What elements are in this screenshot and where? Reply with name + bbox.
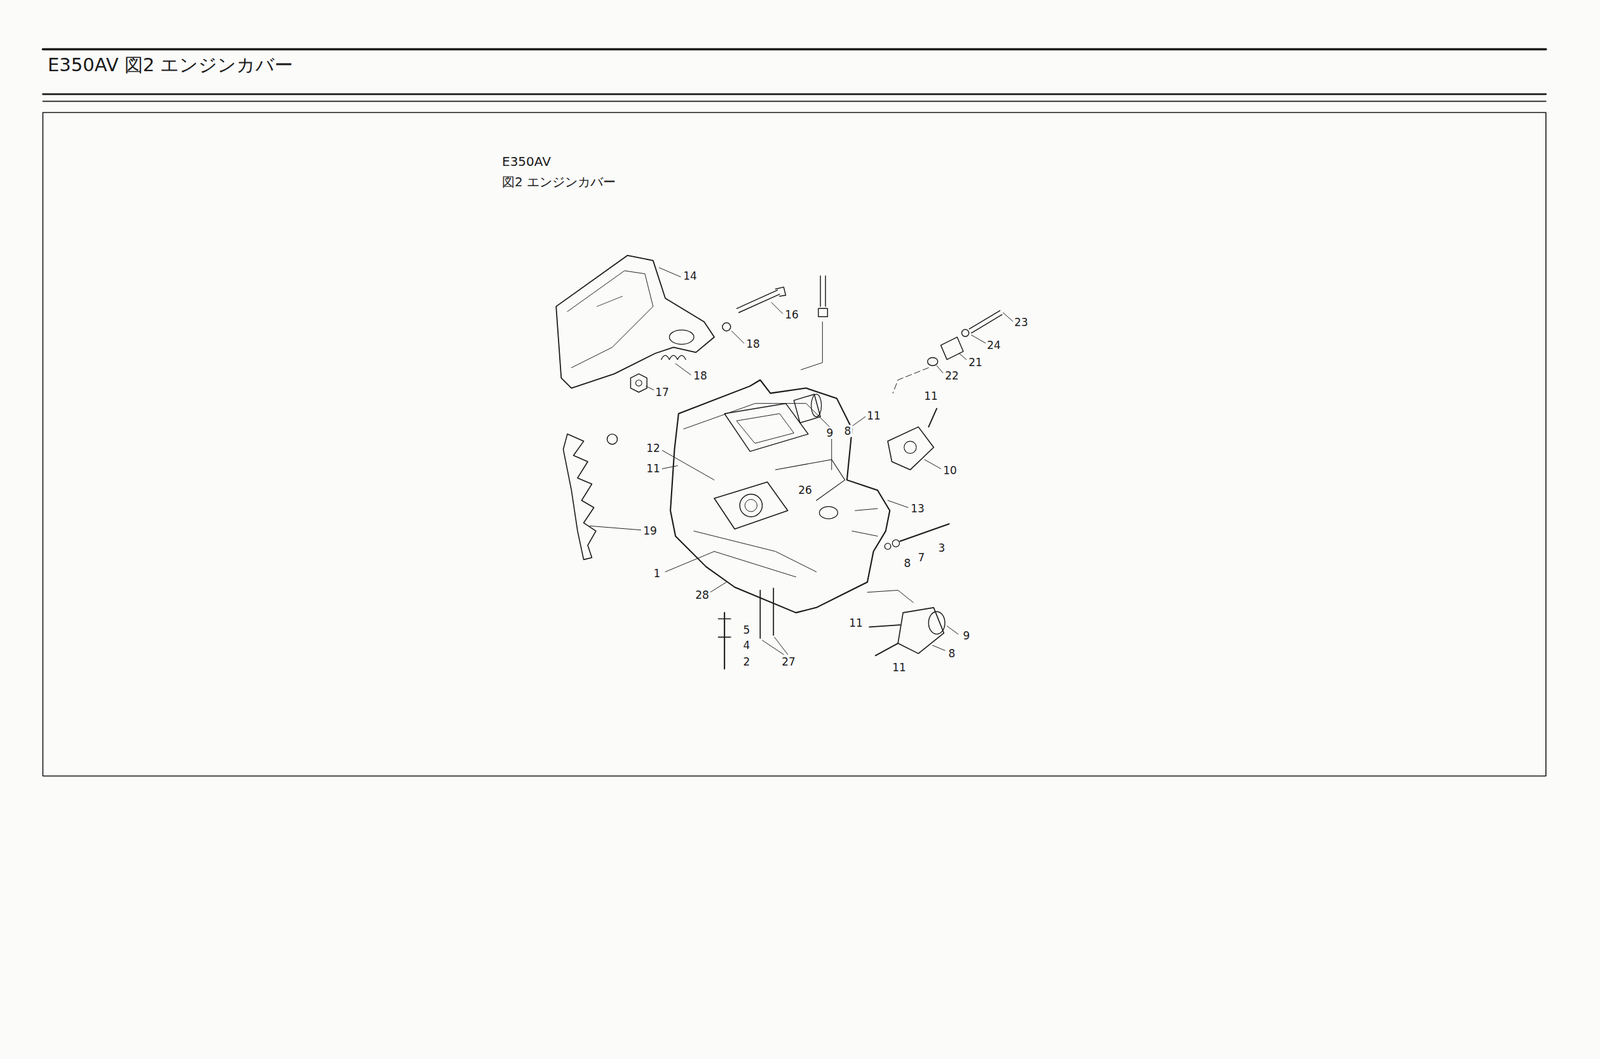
callout-number: 11 (922, 390, 940, 403)
callout-number: 11 (890, 661, 908, 674)
callout-number: 28 (693, 589, 711, 602)
callout-number: 9 (962, 629, 972, 642)
callout-number: 3 (937, 542, 947, 555)
callout-number: 2 (742, 655, 752, 668)
callout-number: 5 (742, 623, 752, 637)
figure-caption: 図2 エンジンカバー (501, 175, 616, 189)
callout-number: 7 (916, 551, 927, 564)
callout-number: 17 (653, 386, 671, 399)
callout-number: 11 (644, 462, 662, 475)
callout-number: 14 (681, 270, 699, 283)
page-heading: E350AV 図2 エンジンカバー (47, 55, 293, 75)
callout-number: 24 (985, 339, 1003, 352)
callout-number: 21 (967, 356, 984, 369)
callout-number: 8 (902, 557, 913, 570)
callout-number: 8 (843, 425, 853, 438)
callout-number: 27 (780, 655, 797, 668)
callout-number: 9 (825, 427, 835, 440)
callout-number: 8 (947, 647, 957, 660)
callout-number: 16 (783, 308, 800, 321)
callout-number: 13 (909, 502, 926, 515)
callout-number: 26 (796, 484, 814, 497)
callout-number: 12 (644, 442, 662, 455)
callout-number: 23 (1012, 316, 1030, 329)
callout-number: 11 (847, 616, 865, 630)
callout-number: 19 (641, 524, 659, 537)
callout-number: 18 (691, 369, 709, 382)
callout-number: 4 (742, 639, 752, 652)
callout-number: 22 (943, 369, 961, 382)
callout-number: 10 (941, 464, 959, 477)
figure-caption: E350AV (501, 155, 551, 168)
callout-number: 11 (865, 409, 882, 422)
callout-number: 1 (652, 567, 663, 580)
callout-number: 18 (744, 338, 762, 351)
